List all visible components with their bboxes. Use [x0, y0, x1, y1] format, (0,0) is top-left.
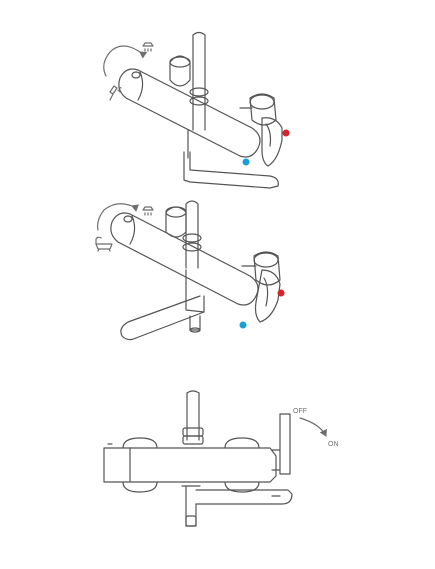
lever-handle-top	[261, 117, 283, 167]
shower-head-icon	[142, 206, 154, 216]
spout-middle	[120, 269, 205, 341]
hand-shower-icon	[109, 85, 122, 101]
wall-mount-left-bottom	[122, 437, 158, 493]
off-label: OFF	[293, 408, 307, 415]
spout-bottom	[181, 485, 293, 527]
riser-pipe-top	[189, 31, 209, 131]
lever-handle-middle	[254, 269, 281, 323]
cold-indicator-dot	[242, 158, 250, 166]
cold-indicator-dot	[239, 321, 247, 329]
hot-indicator-dot	[277, 289, 285, 297]
wall-mount-left-top	[169, 55, 191, 87]
wall-mount-right-middle	[241, 251, 281, 286]
faucet-diagram-top	[103, 31, 283, 189]
faucet-diagram-middle	[95, 200, 281, 341]
thermostat-body-middle	[110, 212, 259, 306]
thermostat-body-bottom	[103, 443, 277, 483]
rotate-arrow-top	[103, 45, 148, 77]
riser-pipe-bottom	[182, 390, 204, 445]
rotate-arrow-middle	[97, 203, 140, 231]
bathtub-icon	[95, 236, 113, 252]
on-label: ON	[328, 441, 339, 448]
rotate-arrow-bottom	[299, 417, 327, 437]
wall-mount-right-bottom	[224, 437, 260, 493]
wall-mount-left-middle	[165, 206, 187, 238]
hot-indicator-dot	[282, 129, 290, 137]
lever-handle-bottom	[271, 413, 291, 475]
wall-mount-right-top	[239, 93, 277, 126]
shower-head-icon	[142, 42, 154, 52]
spout-top	[183, 129, 279, 189]
faucet-diagram-bottom	[103, 390, 327, 527]
thermostat-body-top	[118, 68, 261, 158]
